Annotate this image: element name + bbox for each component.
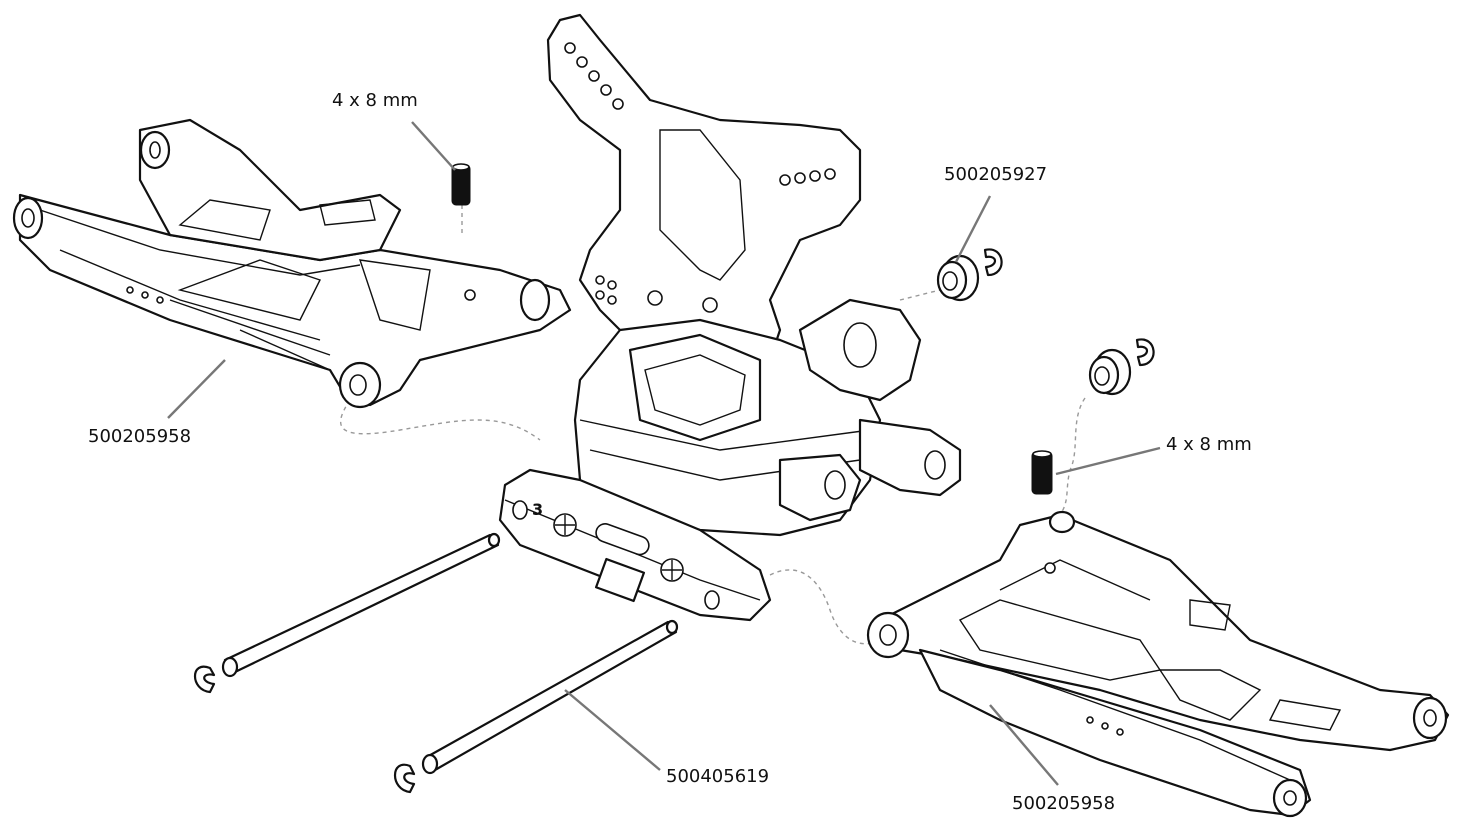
right-set-screw [1031, 450, 1053, 495]
callout-hinge-pin: 500405619 [666, 766, 770, 787]
bushing-lower [1088, 348, 1132, 396]
callout-arm-left: 500205958 [88, 426, 192, 447]
callout-screw-right: 4 x 8 mm [1166, 434, 1252, 455]
gearbox-housing [573, 298, 962, 537]
e-clip-lower-right [1135, 338, 1155, 367]
arm-holder: 3 [498, 468, 772, 622]
bushing-upper [936, 254, 980, 302]
leader-lines [167, 121, 1161, 786]
e-clip-pin-upper [194, 665, 216, 694]
callout-arm-right: 500205958 [1012, 793, 1116, 814]
holder-number-text: 3 [532, 500, 543, 519]
callout-screw-left: 4 x 8 mm [332, 90, 418, 111]
callout-bushing: 500205927 [944, 164, 1048, 185]
hinge-pin-lower [421, 619, 679, 775]
e-clip-pin-lower [394, 763, 416, 794]
e-clip-upper-right [983, 248, 1003, 277]
hinge-pin-upper [221, 532, 501, 678]
left-suspension-arm [12, 118, 572, 409]
right-suspension-arm [866, 510, 1450, 818]
